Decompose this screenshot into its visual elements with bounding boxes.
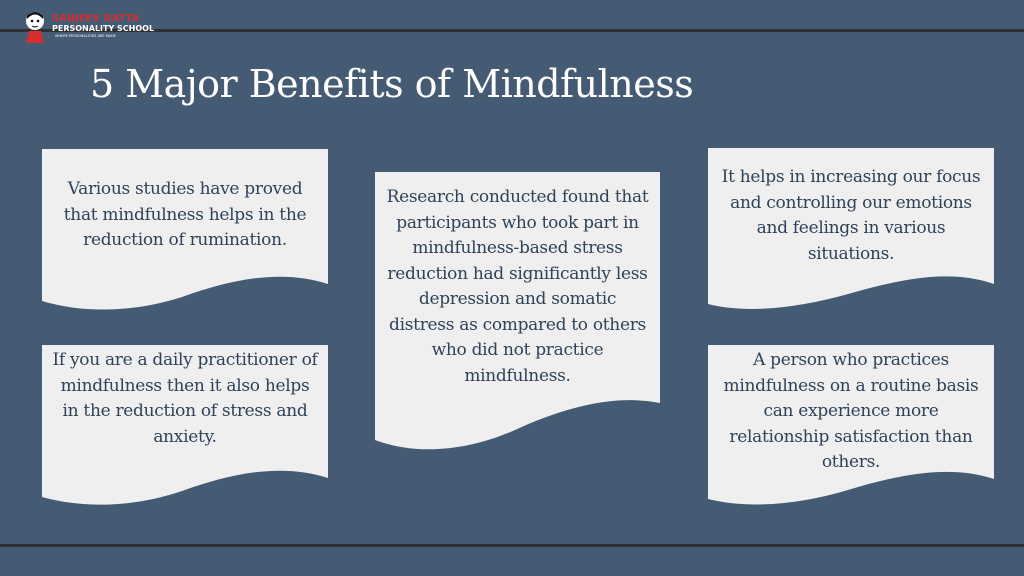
logo-brand-name: SANJEEV DATTA: [52, 13, 140, 24]
logo-tagline: WHERE PERSONALITIES ARE MADE: [55, 34, 116, 38]
top-divider: [0, 29, 1024, 32]
logo-face-icon: [26, 12, 44, 43]
logo: SANJEEV DATTA PERSONALITY SCHOOL WHERE P…: [22, 10, 162, 48]
benefit-card-4: It helps in increasing our focus and con…: [708, 148, 994, 314]
card-4-shape: [708, 148, 994, 309]
benefit-card-4-text: It helps in increasing our focus and con…: [721, 167, 981, 264]
benefit-card-3-text: Research conducted found that participan…: [386, 187, 649, 386]
footer-strip: [0, 547, 1024, 576]
card-1-shape: [42, 149, 328, 310]
card-5-shape: [708, 345, 994, 505]
page-title: 5 Major Benefits of Mindfulness: [90, 62, 694, 106]
bottom-divider: [0, 544, 1024, 547]
benefit-card-5: A person who practices mindfulness on a …: [708, 345, 994, 511]
card-2-shape: [42, 345, 328, 505]
benefit-card-3: Research conducted found that participan…: [375, 172, 660, 458]
benefit-card-2: If you are a daily practitioner of mindf…: [42, 345, 328, 511]
card-3-shape: [375, 172, 660, 450]
benefit-card-5-text: A person who practices mindfulness on a …: [723, 350, 979, 472]
benefit-card-1: Various studies have proved that mindful…: [42, 149, 328, 315]
benefit-card-1-text: Various studies have proved that mindful…: [63, 179, 307, 250]
benefit-card-2-text: If you are a daily practitioner of mindf…: [52, 350, 318, 447]
logo-brand-sub: PERSONALITY SCHOOL: [52, 24, 155, 33]
